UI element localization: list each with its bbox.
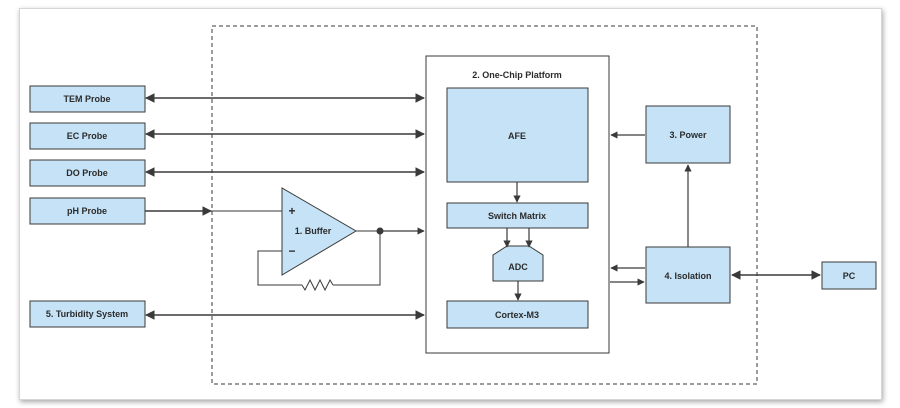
turbidity-system-block (29, 300, 146, 328)
switch-matrix-label: Switch Matrix (488, 211, 546, 221)
system-boundary (211, 25, 758, 385)
power-label: 3. Power (669, 130, 707, 140)
feedback-wire (333, 231, 381, 286)
feedback-resistor (301, 278, 334, 292)
buffer-minus-sign: − (288, 244, 295, 258)
adc-block (492, 245, 544, 282)
tem-probe-label: TEM Probe (63, 94, 110, 104)
pc-label: PC (843, 271, 856, 281)
cortex-m3-label: Cortex-M3 (495, 310, 539, 320)
do-probe-label: DO Probe (66, 168, 108, 178)
isolation-label: 4. Isolation (664, 271, 711, 281)
ph-probe-block (29, 197, 146, 225)
pc-block (821, 261, 877, 290)
buffer-opamp-triangle (281, 187, 357, 276)
tem-probe-block (29, 85, 146, 113)
afe-label: AFE (508, 131, 526, 141)
ec-probe-label: EC Probe (67, 131, 108, 141)
ph-probe-label: pH Probe (67, 206, 107, 216)
feedback-return-wire (257, 250, 302, 286)
isolation-block (645, 246, 731, 304)
switch-matrix-block (446, 202, 589, 229)
buffer-label: 1. Buffer (295, 226, 332, 236)
ec-probe-block (29, 122, 146, 150)
cortex-m3-block (446, 300, 589, 329)
platform-title: 2. One-Chip Platform (472, 70, 562, 80)
do-probe-block (29, 159, 146, 187)
turbidity-system-label: 5. Turbidity System (46, 309, 128, 319)
power-block (645, 105, 731, 164)
adc-label: ADC (508, 262, 528, 272)
buffer-plus-sign: + (288, 204, 295, 218)
